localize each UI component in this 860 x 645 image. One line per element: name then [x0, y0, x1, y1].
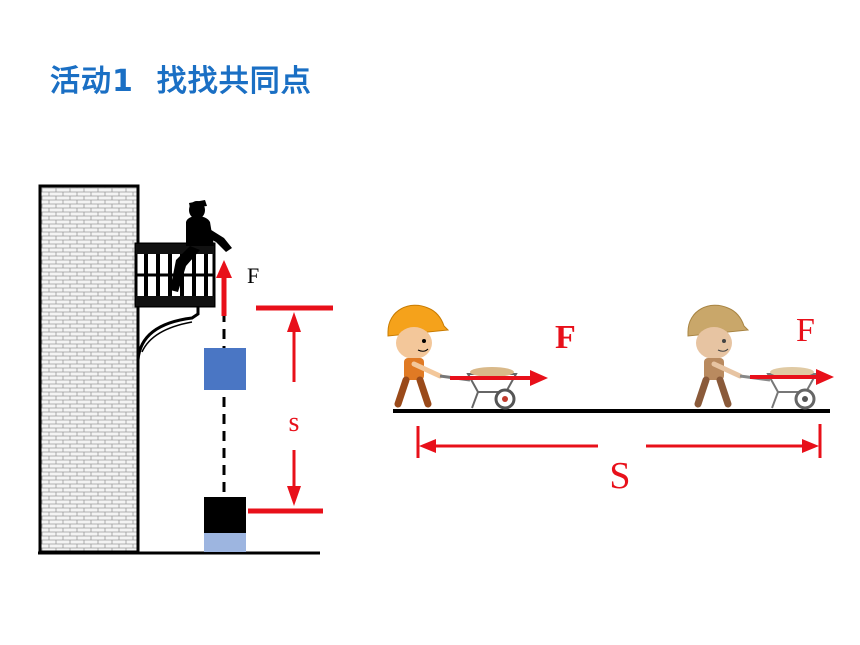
- distance-label-right: S: [609, 455, 630, 497]
- distance-arrow-left: [419, 439, 598, 453]
- worker-pushing-wheelbarrow-icon: [387, 304, 518, 410]
- force-label-right-1: F: [555, 319, 576, 356]
- balcony-bracket: [136, 304, 200, 361]
- left-scene: F s: [38, 184, 333, 555]
- force-label-right-2: F: [796, 312, 815, 349]
- block-end-shadow: [204, 533, 246, 552]
- force-label-left: F: [247, 263, 259, 288]
- block-end: [204, 497, 246, 533]
- force-arrow-up: [216, 260, 232, 316]
- page-title: 活动1 找找共同点: [50, 64, 312, 99]
- distance-arrow-down: [287, 450, 301, 506]
- distance-label-left: s: [289, 407, 300, 438]
- brick-wall: [38, 184, 140, 554]
- distance-arrow-up: [287, 312, 301, 382]
- person-pulling-rope-icon: [170, 200, 232, 292]
- block-start: [204, 348, 246, 390]
- distance-arrow-right: [646, 439, 819, 453]
- right-scene: F F: [387, 304, 834, 497]
